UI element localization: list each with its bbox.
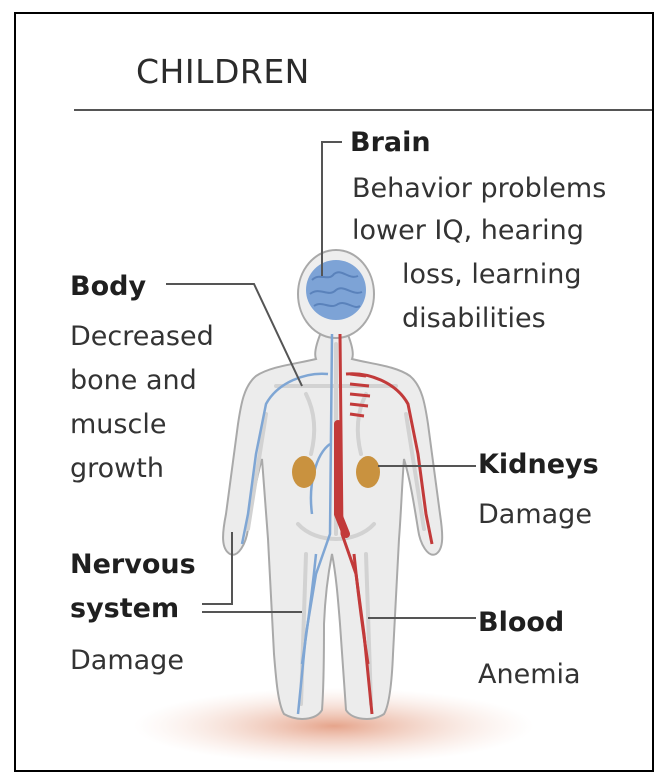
brain-effect-line-1: Behavior problems [352, 172, 606, 205]
body-effect-line-4: growth [70, 452, 164, 485]
kidneys-label: Kidneys [478, 448, 599, 481]
nervous-label-line-2: system [70, 592, 179, 625]
nervous-label-line-1: Nervous [70, 548, 196, 581]
body-effect-line-2: bone and [70, 364, 197, 397]
blood-effect: Anemia [478, 658, 581, 691]
brain-effect-line-4: disabilities [402, 302, 546, 335]
kidneys-effect: Damage [478, 498, 592, 531]
kidney-left [292, 456, 316, 488]
body-effect-line-1: Decreased [70, 320, 214, 353]
brain-effect-line-3: loss, learning [402, 258, 581, 291]
kidney-right [356, 456, 380, 488]
ground-shadow [134, 688, 534, 764]
body-effect-line-3: muscle [70, 408, 166, 441]
brain-label: Brain [350, 126, 431, 159]
body-label: Body [70, 270, 146, 303]
blood-label: Blood [478, 606, 564, 639]
figure-frame: CHILDREN [14, 12, 654, 772]
brain-shape [306, 260, 366, 320]
brain-effect-line-2: lower IQ, hearing [352, 214, 584, 247]
nervous-effect: Damage [70, 644, 184, 677]
